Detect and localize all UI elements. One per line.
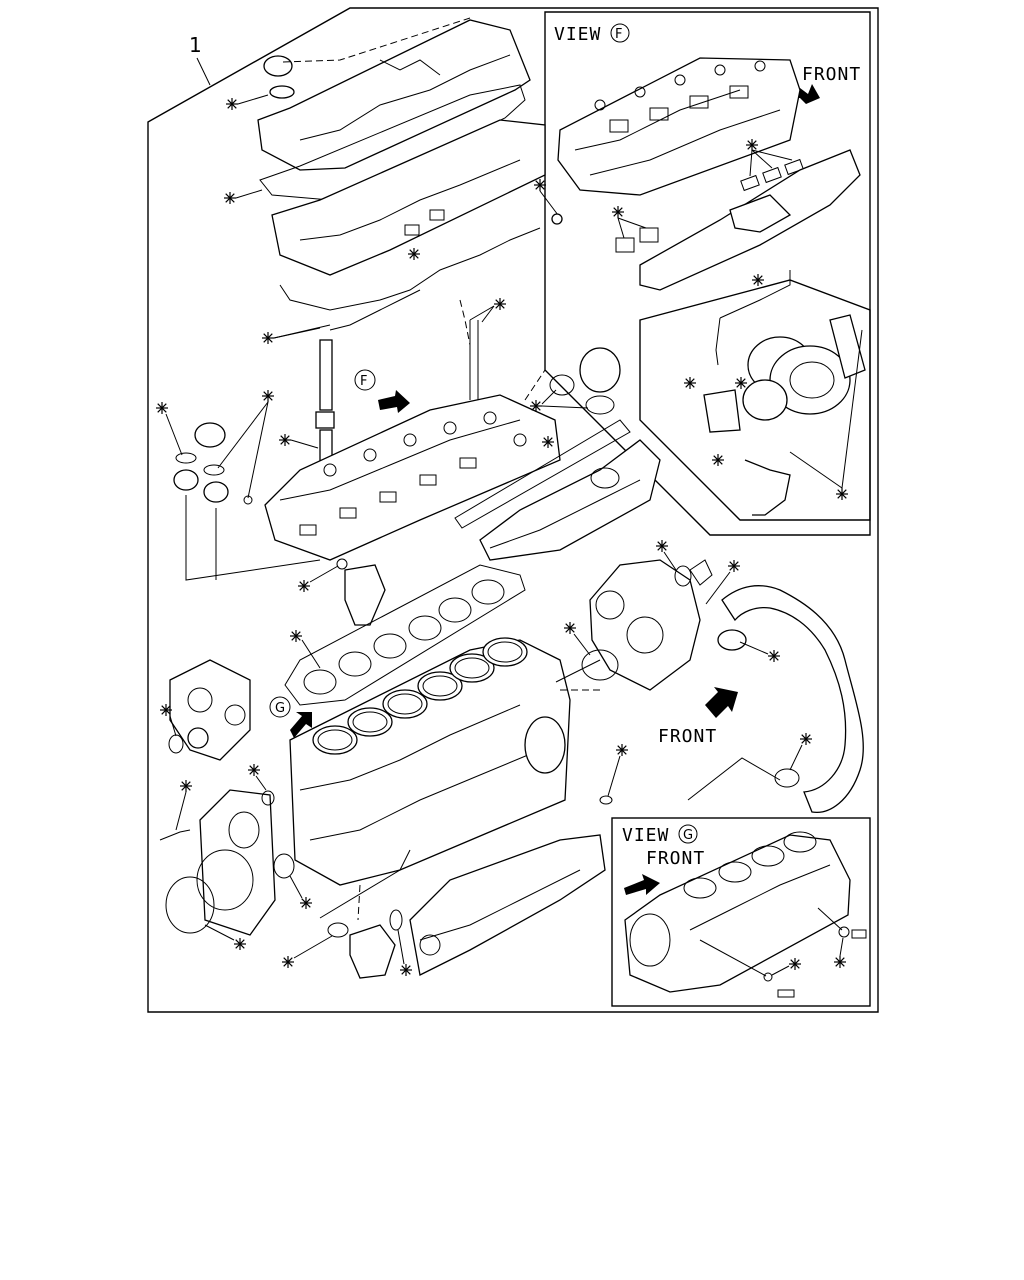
- view-f-front-label: FRONT: [802, 64, 861, 85]
- view-g-letter: G: [683, 828, 693, 843]
- view-f-panel: VIEW F FRONT: [544, 11, 871, 536]
- view-f-marker-circle: [354, 369, 376, 391]
- cylinder-head: F: [155, 369, 561, 626]
- view-f-letter: F: [615, 27, 622, 42]
- view-g-label: VIEW: [622, 825, 669, 846]
- view-g-panel: VIEW G FRONT: [611, 817, 871, 1007]
- cylinder-block: G: [159, 637, 606, 979]
- flywheel-housing: FRONT: [555, 539, 864, 813]
- alignment-lines: [282, 17, 600, 921]
- callout-number-1: 1: [189, 33, 202, 57]
- view-f-marker-letter: F: [360, 374, 367, 389]
- view-g-circle: [678, 824, 698, 844]
- view-f-direction-arrow: [378, 390, 410, 413]
- view-f-front-arrow: [784, 84, 820, 104]
- intake-manifold: [454, 347, 661, 561]
- view-g-front-arrow: [624, 874, 660, 895]
- kit-outline: [147, 7, 879, 1013]
- view-g-marker-circle: [269, 696, 291, 718]
- main-front-label: FRONT: [658, 726, 717, 747]
- view-g-front-label: FRONT: [646, 848, 705, 869]
- valve-cover-assembly: [223, 19, 563, 331]
- head-gasket: [284, 564, 526, 706]
- view-f-circle: [610, 23, 630, 43]
- view-g-marker-letter: G: [275, 701, 285, 716]
- view-f-label: VIEW: [554, 24, 601, 45]
- view-g-direction-arrow: [290, 712, 312, 738]
- main-front-arrow: [705, 687, 738, 718]
